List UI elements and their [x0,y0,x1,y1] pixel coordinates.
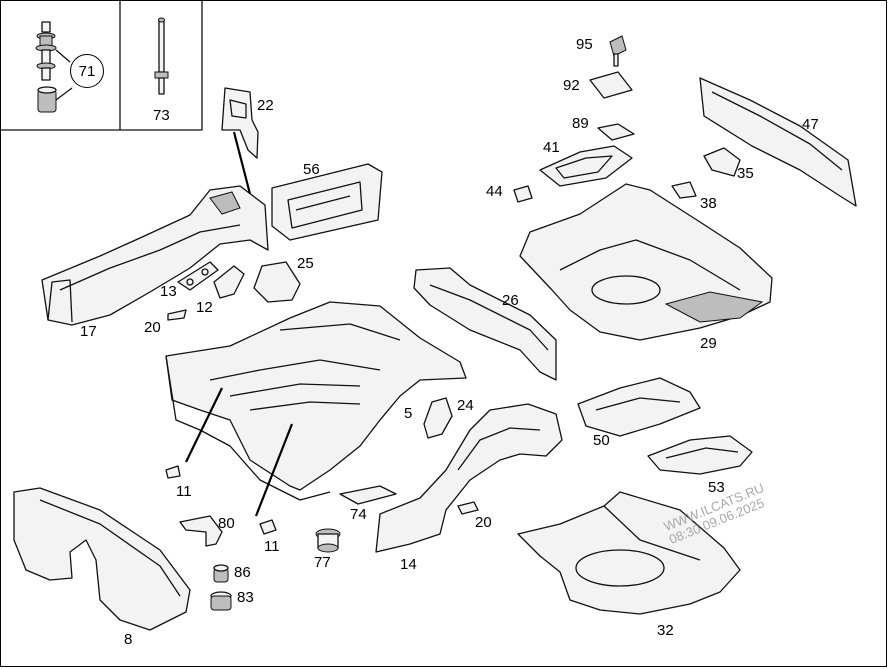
callout-95: 95 [576,36,593,53]
callout-50: 50 [593,432,610,449]
part-50-panel [577,377,701,437]
part-14-wheel-arch [375,403,563,553]
part-73-bolt [154,17,169,95]
small-hardware-center [165,465,341,611]
callout-20-right: 20 [475,514,492,531]
part-5-floor-pan [165,301,467,517]
callout-17: 17 [80,323,97,340]
part-47-rear-crossmember [699,77,857,207]
part-8-rear-panel [13,487,191,631]
callout-38: 38 [700,195,717,212]
callout-74: 74 [350,506,367,523]
part-22-bracket [221,87,259,195]
callout-22: 22 [257,97,274,114]
part-24-bracket [423,397,453,439]
small-parts-right [671,147,741,199]
small-plates-center [339,485,479,515]
callout-8: 8 [124,631,133,648]
part-26-crossbeam [413,267,557,381]
callout-13: 13 [160,283,177,300]
callout-83: 83 [237,589,254,606]
callout-44: 44 [486,183,503,200]
part-29-trunk-floor [519,183,773,341]
callout-56: 56 [303,161,320,178]
callout-77: 77 [314,554,331,571]
part-53-panel [647,435,753,475]
part-17-frame-rail [41,185,269,326]
callout-11-right: 11 [264,538,280,555]
callout-41: 41 [543,139,560,156]
callout-89: 89 [572,115,589,132]
callout-25: 25 [297,255,314,272]
callout-20-left: 20 [144,319,161,336]
callout-29: 29 [700,335,717,352]
callout-73: 73 [153,107,170,124]
callout-53: 53 [708,479,725,496]
part-32-spare-well [517,491,741,615]
part-71-bushings [35,21,73,113]
callout-12: 12 [196,299,213,316]
callout-71: 71 [70,54,104,88]
callout-5: 5 [404,405,413,422]
small-brackets-left [167,261,301,321]
inset-boxes [0,0,203,131]
small-parts-top-right [513,35,635,203]
callout-11-left: 11 [176,483,192,500]
callout-26: 26 [502,292,519,309]
part-56-crossmember [271,163,383,241]
callout-14: 14 [400,556,417,573]
callout-47: 47 [802,116,819,133]
callout-86: 86 [234,564,251,581]
callout-24: 24 [457,397,474,414]
callout-35: 35 [737,165,754,182]
callout-92: 92 [563,77,580,94]
callout-80: 80 [218,515,235,532]
callout-32: 32 [657,622,674,639]
